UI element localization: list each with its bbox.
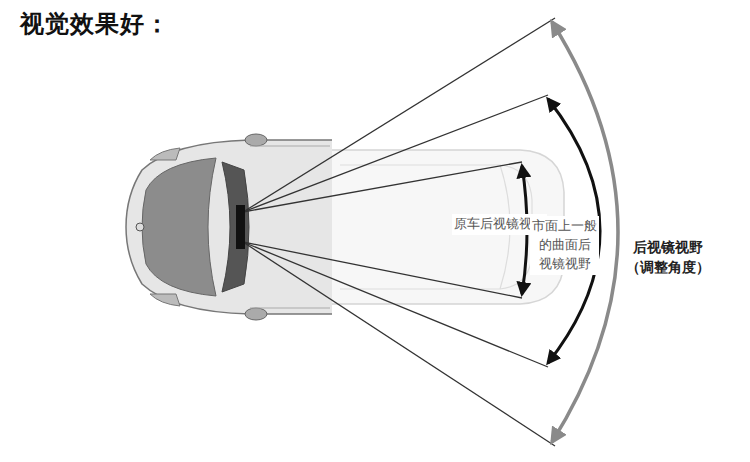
arc-label: 市面上一般 的曲面后 视镜视野	[530, 216, 599, 275]
view-lines	[243, 18, 555, 446]
arc-label: 后视镜视野 （调整角度）	[624, 236, 712, 279]
mirror-camera	[236, 205, 245, 249]
title: 视觉效果好：	[20, 8, 170, 40]
car-front	[126, 134, 332, 320]
